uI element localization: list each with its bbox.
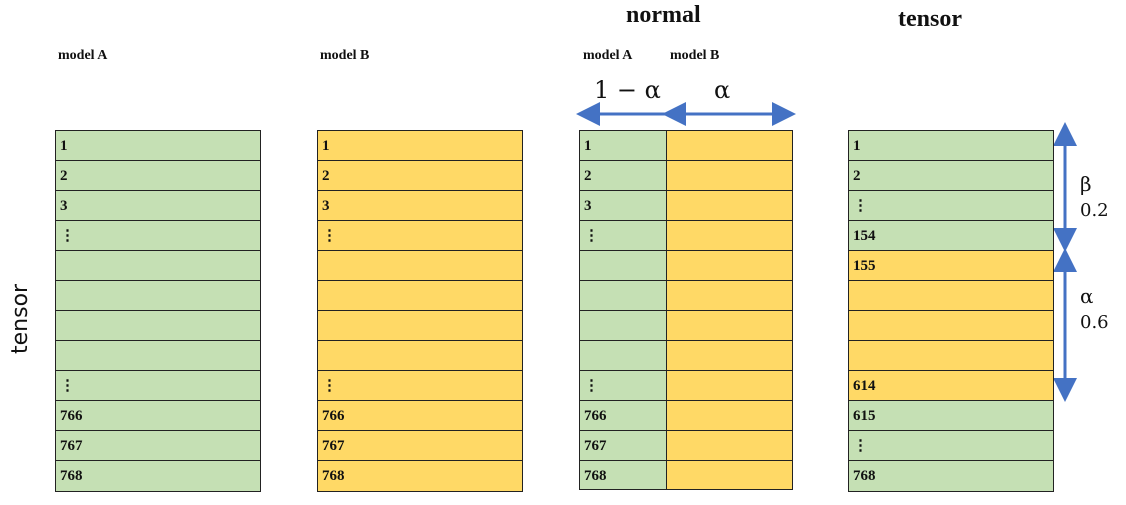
table-row [56,251,260,281]
model-a-label: model A [58,48,108,63]
table-row [56,311,260,341]
table-row-right [667,311,792,341]
table-row: 155 [849,251,1053,281]
alpha-symbol: α [1080,284,1094,308]
table-row-right [667,401,792,431]
table-row: 768 [56,461,260,491]
table-row: ⋮ [318,221,522,251]
table-row-right [667,281,792,311]
table-row-right [667,251,792,281]
table-row [849,341,1053,371]
table-row [580,311,666,341]
table-row-right [667,341,792,371]
normal-model-b-label: model B [670,48,720,63]
table-row-right [667,191,792,221]
alpha-weight-label: α [714,76,731,104]
model-b-label: model B [320,48,370,63]
table-row-right [667,221,792,251]
alpha-value: 0.6 [1080,312,1109,333]
table-row [849,311,1053,341]
table-row: ⋮ [318,371,522,401]
table-row: 768 [318,461,522,491]
table-row: 3 [56,191,260,221]
table-row [56,341,260,371]
table-row: 615 [849,401,1053,431]
table-row-right [667,371,792,401]
table-row [318,281,522,311]
table-row: ⋮ [56,371,260,401]
table-row: 767 [318,431,522,461]
table-row: 768 [849,461,1053,491]
table-row-right [667,431,792,461]
table-row [580,281,666,311]
table-row: ⋮ [56,221,260,251]
table-row: ⋮ [580,221,666,251]
table-row: 767 [580,431,666,461]
table-row: 1 [849,131,1053,161]
table-row: 768 [584,468,607,484]
table-row: ⋮ [849,431,1053,461]
table-row [580,251,666,281]
table-row: 1 [580,131,666,161]
normal-model-a-label: model A [583,48,633,63]
normal-model-b-part [667,131,792,489]
table-row [849,281,1053,311]
table-row: 3 [580,191,666,221]
table-row: ⋮ [580,371,666,401]
tensor-title: tensor [898,6,962,32]
table-row: 766 [318,401,522,431]
one-minus-alpha-label: 1 − α [594,76,661,104]
table-row [56,281,260,311]
table-row [318,311,522,341]
table-row-right [667,461,792,491]
table-row: 766 [56,401,260,431]
table-row: 614 [849,371,1053,401]
table-row: 1 [318,131,522,161]
table-row: ⋮ [849,191,1053,221]
table-row-right [667,161,792,191]
table-row: 2 [849,161,1053,191]
table-row [580,341,666,371]
normal-title: normal [626,2,701,28]
table-row: 1 [56,131,260,161]
table-row: 2 [318,161,522,191]
table-row: 766 [580,401,666,431]
table-row-right [667,131,792,161]
beta-value: 0.2 [1080,200,1109,221]
table-row [318,341,522,371]
table-row: 3 [318,191,522,221]
table-row [318,251,522,281]
table-row: 154 [849,221,1053,251]
beta-symbol: β [1080,172,1092,196]
table-row: 767 [56,431,260,461]
tensor-side-label: tensor [8,283,33,354]
table-row: 2 [56,161,260,191]
table-row: 2 [580,161,666,191]
